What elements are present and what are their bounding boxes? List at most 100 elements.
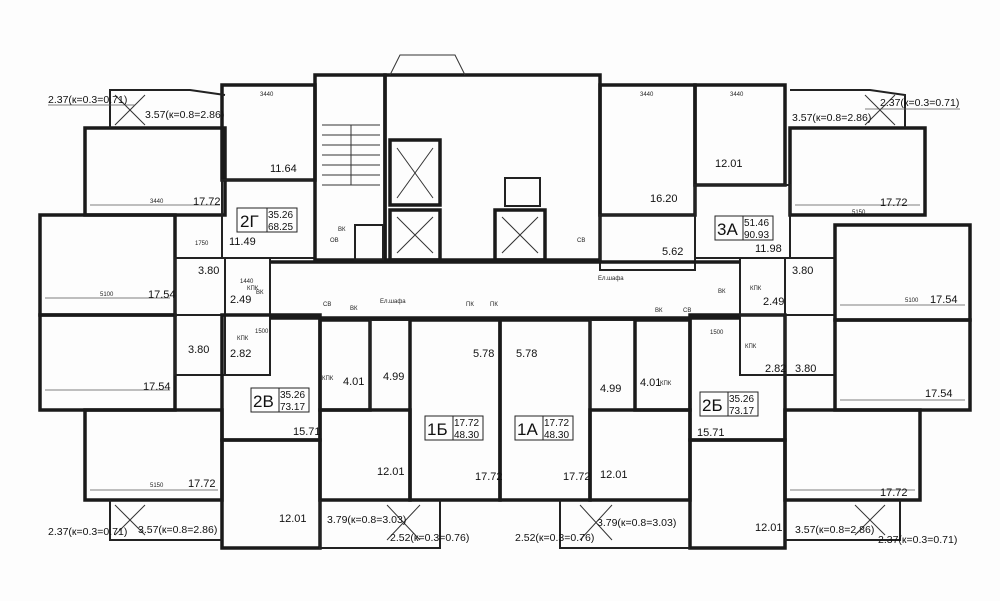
label-el-shafa: Ел.шафа xyxy=(380,299,406,305)
room-area: 3.80 xyxy=(795,363,816,375)
apartment-living-area: 17.72 xyxy=(544,418,569,429)
room-area: 12.01 xyxy=(377,466,405,478)
label-kpk: КПК xyxy=(750,286,762,292)
apartment-tag-3a: 3А 51.46 90.93 xyxy=(714,215,774,241)
apartment-code: 2Г xyxy=(240,212,259,231)
apartment-tag-1a: 1А 17.72 48.30 xyxy=(514,415,574,441)
dimension-text: 3440 xyxy=(640,92,654,98)
room-area: 17.72 xyxy=(188,478,216,490)
room-area: 17.72 xyxy=(880,487,908,499)
room-area: 11.64 xyxy=(270,163,297,175)
room-area: 17.72 xyxy=(563,471,591,483)
apartment-code: 1А xyxy=(517,420,538,439)
label-sv: СВ xyxy=(577,238,585,244)
balcony-area: 2.37(к=0.3=0.71) xyxy=(48,94,127,106)
apartment-living-area: 35.26 xyxy=(729,394,754,405)
room-area: 17.54 xyxy=(143,381,171,393)
room-area: 17.54 xyxy=(148,289,176,301)
label-kpk: КПК xyxy=(237,336,249,342)
dimension-lines xyxy=(45,104,965,491)
room-area: 11.98 xyxy=(755,243,782,255)
label-vk: ВК xyxy=(718,289,726,295)
apartment-tag-2b: 2Б 35.26 73.17 xyxy=(699,391,759,417)
label-pk: ПК xyxy=(466,302,474,308)
room-area: 2.82 xyxy=(765,363,786,375)
dimension-text: 1440 xyxy=(240,279,254,285)
room-area: 17.72 xyxy=(880,197,908,209)
staircase xyxy=(322,124,380,186)
label-vk: ВК xyxy=(350,306,358,312)
room-area: 4.99 xyxy=(383,371,404,383)
room-area: 4.01 xyxy=(640,377,661,389)
apartment-code: 2В xyxy=(253,392,274,411)
label-sv: СВ xyxy=(323,302,331,308)
label-kpk: КПК xyxy=(660,381,672,387)
apartment-total-area: 48.30 xyxy=(544,430,569,441)
room-area: 5.62 xyxy=(662,246,683,258)
apartment-tag-1b: 1Б 17.72 48.30 xyxy=(424,415,484,441)
room-area: 2.49 xyxy=(763,296,784,308)
balconies xyxy=(109,89,906,549)
room-area: 11.49 xyxy=(229,236,256,248)
label-vk: ВК xyxy=(338,227,346,233)
room-area: 17.54 xyxy=(930,294,958,306)
label-vk: ВК xyxy=(655,308,663,314)
walls xyxy=(38,54,972,550)
room-area: 5.78 xyxy=(516,348,537,360)
balcony-area: 2.37(к=0.3=0.71) xyxy=(48,526,127,538)
label-el-shafa: Ел.шафа xyxy=(598,276,624,282)
room-area: 12.01 xyxy=(279,513,307,525)
dimension-text: 5100 xyxy=(100,292,114,298)
apartment-living-area: 17.72 xyxy=(454,418,479,429)
elevator-shafts xyxy=(396,147,539,254)
apartment-code: 2Б xyxy=(702,396,723,415)
label-sv: СВ xyxy=(683,308,691,314)
dimension-text: 1500 xyxy=(255,329,269,335)
room-area: 15.71 xyxy=(697,427,725,439)
room-area: 3.80 xyxy=(792,265,813,277)
balcony-area: 3.57(к=0.8=2.86) xyxy=(138,524,217,536)
apartment-living-area: 35.26 xyxy=(268,210,293,221)
apartment-code: 3А xyxy=(717,220,738,239)
balcony-area: 3.57(к=0.8=2.86) xyxy=(792,112,871,124)
apartment-living-area: 35.26 xyxy=(280,390,305,401)
room-area: 12.01 xyxy=(755,522,783,534)
label-kpk: КПК xyxy=(247,286,259,292)
room-area: 15.71 xyxy=(293,426,321,438)
dimension-text: 1500 xyxy=(710,330,724,336)
balcony-area: 2.52(к=0.3=0.76) xyxy=(390,532,469,544)
dimension-text: 1750 xyxy=(195,241,209,247)
apartment-tag-2v: 2В 35.26 73.17 xyxy=(250,387,310,413)
apartment-tag-2g: 2Г 35.26 68.25 xyxy=(236,207,298,233)
balcony-area: 2.37(к=0.3=0.71) xyxy=(880,97,959,109)
label-kpk: КПК xyxy=(745,344,757,350)
label-pk: ПК xyxy=(490,302,498,308)
dimension-text: 3440 xyxy=(260,92,274,98)
apartment-living-area: 51.46 xyxy=(744,218,769,229)
room-area: 12.01 xyxy=(715,158,743,170)
service-labels: ВК ОВ СВ Ел.шафа СВ ВК Ел.шафа ПК ПК ВК … xyxy=(100,92,919,489)
dimension-text: 3440 xyxy=(730,92,744,98)
balcony-area: 3.57(к=0.8=2.86) xyxy=(795,524,874,536)
dimension-text: 5100 xyxy=(905,298,919,304)
apartment-total-area: 73.17 xyxy=(729,406,754,417)
room-area: 17.54 xyxy=(925,388,953,400)
balcony-area: 2.37(к=0.3=0.71) xyxy=(878,534,957,546)
label-vk: ВК xyxy=(256,290,264,296)
apartment-code: 1Б xyxy=(427,420,448,439)
room-area: 5.78 xyxy=(473,348,494,360)
room-area: 16.20 xyxy=(650,193,678,205)
dimension-text: 5150 xyxy=(852,210,866,216)
balcony-area: 3.79(к=0.8=3.03) xyxy=(327,514,406,526)
room-area: 17.72 xyxy=(193,196,221,208)
room-area: 4.01 xyxy=(343,376,364,388)
room-area: 2.49 xyxy=(230,294,251,306)
dimension-text: 3440 xyxy=(150,199,164,205)
balcony-area: 3.57(к=0.8=2.86) xyxy=(145,109,224,121)
dimension-text: 5150 xyxy=(150,483,164,489)
room-area: 4.99 xyxy=(600,383,621,395)
room-area: 3.80 xyxy=(198,265,219,277)
apartment-total-area: 48.30 xyxy=(454,430,479,441)
room-areas: 11.64 17.72 11.49 3.80 17.54 2.49 3.80 2… xyxy=(143,158,958,534)
